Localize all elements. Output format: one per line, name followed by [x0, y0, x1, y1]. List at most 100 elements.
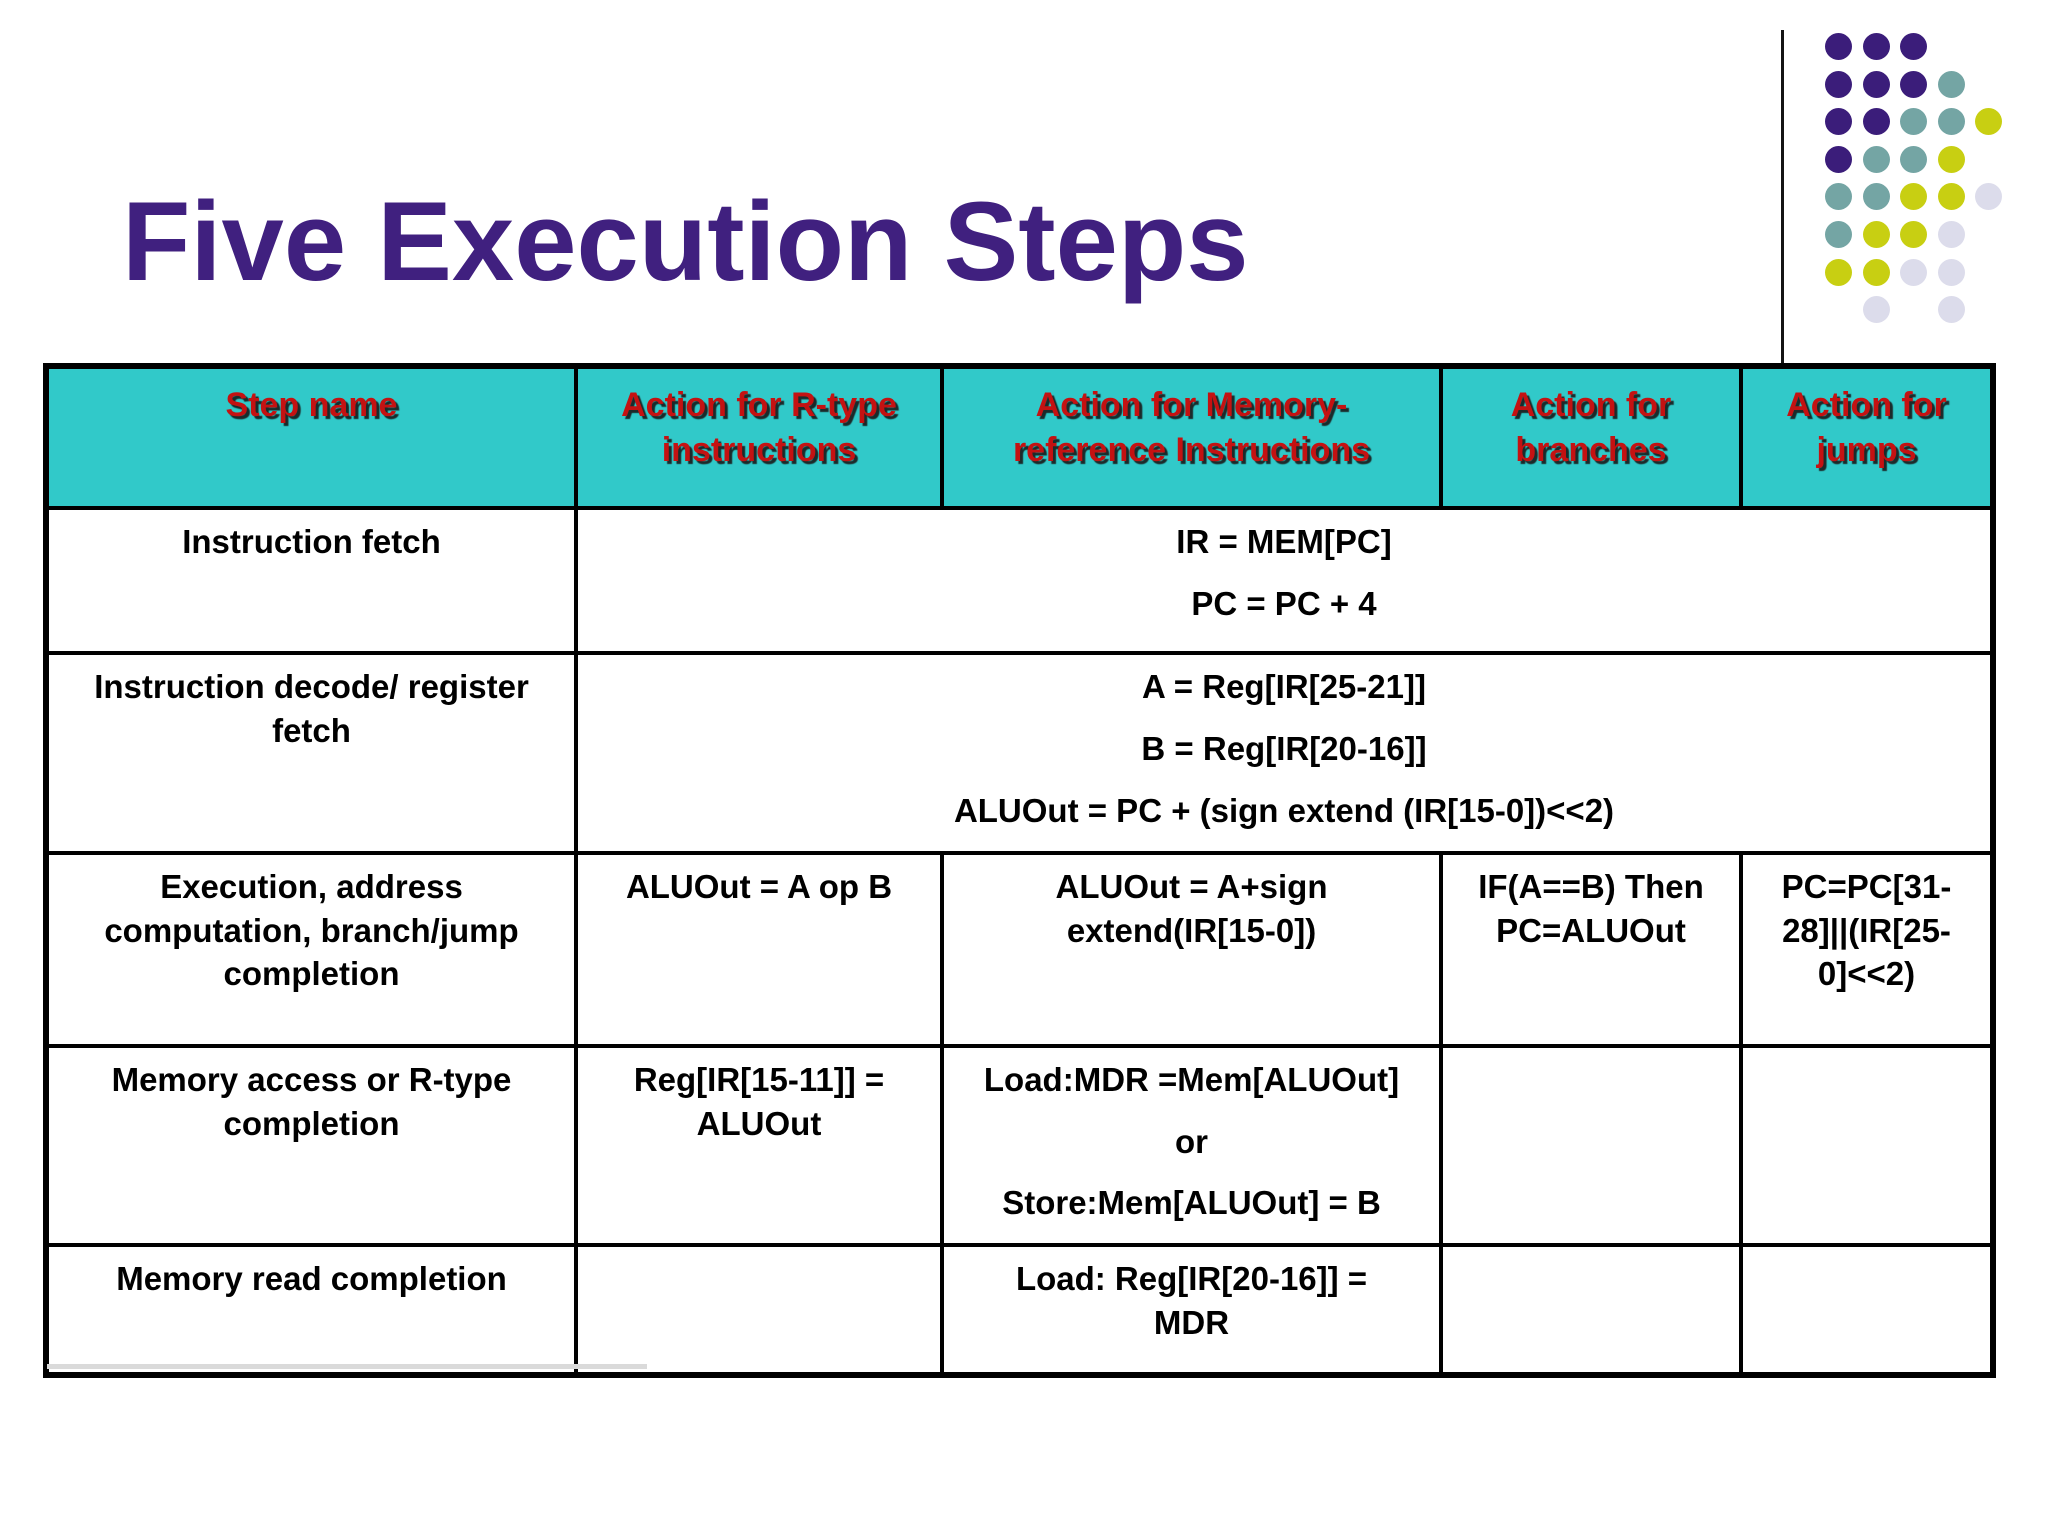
text-line: completion	[223, 1104, 400, 1142]
text-line: B = Reg[IR[20-16]]	[1141, 729, 1427, 767]
cell-memory-read-memref: Load: Reg[IR[20-16]] = MDR	[940, 1243, 1443, 1378]
decorative-dot	[1900, 70, 1927, 98]
cell-step-execution: Execution, address computation, branch/j…	[44, 850, 578, 1048]
decorative-dot	[1862, 108, 1890, 136]
row-execution: Execution, address computation, branch/j…	[44, 850, 1995, 1048]
text-line: PC = PC + 4	[1191, 584, 1377, 622]
row-memory-read-completion: Memory read completion Load: Reg[IR[20-1…	[44, 1243, 1995, 1378]
slide-title: Five Execution Steps	[122, 179, 1249, 304]
table-shadow	[47, 1364, 647, 1369]
decorative-dot	[1937, 258, 1965, 286]
decorative-dot	[1825, 108, 1852, 136]
text-line: IF(A==B) Then	[1478, 867, 1704, 905]
cell-execution-jump: PC=PC[31- 28]||(IR[25- 0]<<2)	[1739, 850, 1995, 1048]
text-line: or	[1175, 1122, 1208, 1160]
cell-memory-read-branch-empty	[1439, 1243, 1743, 1378]
header-row: Step name Action for R-type instructions…	[44, 364, 1995, 510]
text-line: jumps	[1816, 431, 1917, 470]
text-line: Action for	[1786, 386, 1947, 424]
cell-memory-access-jump-empty	[1739, 1043, 1995, 1248]
decorative-dot	[1825, 258, 1852, 286]
text-line: ALUOut = A+sign	[1055, 867, 1328, 905]
decorative-dot	[1862, 221, 1890, 248]
decorative-dot	[1900, 183, 1927, 211]
text-line: Memory access or R-type	[111, 1060, 512, 1098]
cell-execution-rtype: ALUOut = A op B	[574, 850, 944, 1048]
text-line: ALUOut = A op B	[625, 867, 893, 905]
cell-step-memory-access: Memory access or R-type completion	[44, 1043, 578, 1248]
text-line: branches	[1515, 431, 1667, 470]
text-line: 0]<<2)	[1817, 955, 1916, 993]
decorative-dot	[1937, 221, 1965, 248]
text-line: MDR	[1153, 1304, 1230, 1342]
decorative-dot	[1862, 33, 1890, 60]
decorative-dot	[1937, 108, 1965, 136]
col-header-rtype: Action for R-type instructions	[574, 364, 944, 510]
cell-execution-memref: ALUOut = A+sign extend(IR[15-0])	[940, 850, 1443, 1048]
text-line: Store:Mem[ALUOut] = B	[1002, 1184, 1381, 1222]
cell-step-instruction-fetch: Instruction fetch	[44, 506, 578, 655]
row-instruction-fetch: Instruction fetch IR = MEM[PC] PC = PC +…	[44, 506, 1995, 655]
decorative-dot	[1975, 183, 2002, 211]
cell-memory-access-rtype: Reg[IR[15-11]] = ALUOut	[574, 1043, 944, 1248]
decorative-dot	[1900, 221, 1927, 248]
text-line: Action for Memory-	[1035, 386, 1348, 424]
text-line: Load: Reg[IR[20-16]] =	[1015, 1260, 1368, 1298]
decorative-dot	[1825, 221, 1852, 248]
text-line: PC=PC[31-	[1781, 867, 1952, 905]
text-line: Load:MDR =Mem[ALUOut]	[983, 1060, 1400, 1098]
decorative-dot	[1900, 33, 1927, 60]
decorative-dot	[1937, 70, 1965, 98]
cell-memory-read-rtype-empty	[574, 1243, 944, 1378]
cell-step-instruction-decode: Instruction decode/ register fetch	[44, 651, 578, 855]
text-line: ALUOut	[696, 1104, 822, 1142]
text-line: Action for	[1510, 386, 1672, 424]
text-line: Reg[IR[15-11]] =	[633, 1060, 885, 1098]
decorative-dot	[1900, 108, 1927, 136]
text-line: instructions	[661, 431, 857, 470]
decorative-dot	[1825, 183, 1852, 211]
col-header-step-name: Step name	[44, 364, 578, 510]
text-line: ALUOut = PC + (sign extend (IR[15-0])<<2…	[953, 791, 1615, 829]
decorative-dot	[1937, 145, 1965, 173]
decorative-dot	[1825, 70, 1852, 98]
col-header-jumps: Action for jumps	[1739, 364, 1995, 510]
row-instruction-decode: Instruction decode/ register fetch A = R…	[44, 651, 1995, 855]
decorative-dot	[1862, 296, 1890, 324]
decorative-dot	[1900, 145, 1927, 173]
decorative-dot	[1900, 258, 1927, 286]
text-line: extend(IR[15-0])	[1066, 911, 1317, 949]
decorative-dot	[1937, 296, 1965, 324]
text-line: Instruction decode/ register	[94, 668, 529, 705]
decorative-dot	[1825, 145, 1852, 173]
execution-steps-table: Step name Action for R-type instructions…	[43, 363, 1996, 1379]
decorative-dot	[1862, 70, 1890, 98]
decorative-dot	[1825, 33, 1852, 60]
decorative-vertical-rule	[1781, 30, 1784, 364]
cell-memory-access-branch-empty	[1439, 1043, 1743, 1248]
dot-pattern	[1825, 33, 2025, 348]
cell-step-memory-read-completion: Memory read completion	[44, 1243, 578, 1378]
decorative-dot	[1862, 258, 1890, 286]
decorative-dot	[1862, 145, 1890, 173]
decorative-dot	[1862, 183, 1890, 211]
text-line: IR = MEM[PC]	[1176, 523, 1392, 560]
text-line: Memory read completion	[116, 1260, 507, 1298]
text-line: fetch	[272, 711, 351, 749]
text-line: Instruction fetch	[182, 523, 441, 560]
text-line: completion	[223, 955, 400, 993]
text-line: Execution, address	[160, 867, 463, 905]
cell-memory-read-jump-empty	[1739, 1243, 1995, 1378]
decorative-dot	[1937, 183, 1965, 211]
text-line: computation, branch/jump	[104, 911, 519, 949]
col-header-memref: Action for Memory- reference Instruction…	[940, 364, 1443, 510]
col-header-branches: Action for branches	[1439, 364, 1743, 510]
cell-execution-branch: IF(A==B) Then PC=ALUOut	[1439, 850, 1743, 1048]
text-line: PC=ALUOut	[1496, 911, 1686, 949]
text-line: reference Instructions	[1012, 431, 1371, 470]
cell-instruction-decode-actions: A = Reg[IR[25-21]] B = Reg[IR[20-16]] AL…	[574, 651, 1995, 855]
decorative-dot	[1975, 108, 2002, 136]
text-line: Step name	[225, 386, 398, 424]
text-line: A = Reg[IR[25-21]]	[1142, 668, 1426, 705]
